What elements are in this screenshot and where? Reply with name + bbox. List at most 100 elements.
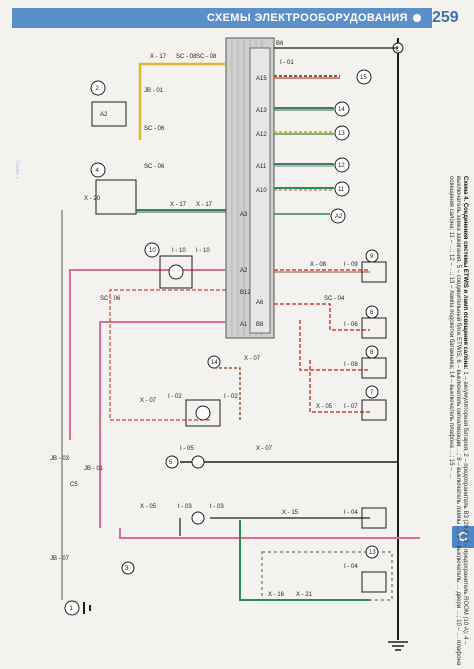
connector-x16: X - 16 xyxy=(268,592,285,598)
switch-13: I - 04 13 xyxy=(344,545,387,593)
svg-text:SC - 06: SC - 06 xyxy=(100,296,121,302)
svg-text:8: 8 xyxy=(370,350,374,356)
svg-text:2: 2 xyxy=(96,86,100,92)
svg-text:14: 14 xyxy=(338,107,345,113)
svg-text:SC - 06: SC - 06 xyxy=(144,126,165,132)
connector-x17d: X - 17 xyxy=(196,202,213,208)
connector-c5: C5 xyxy=(70,482,78,488)
svg-text:4: 4 xyxy=(96,168,100,174)
wire-x16 xyxy=(239,520,370,601)
svg-text:I - 08: I - 08 xyxy=(344,362,358,368)
pin-a1: A1 xyxy=(240,322,248,328)
svg-text:I - 02: I - 02 xyxy=(168,394,182,400)
svg-text:15: 15 xyxy=(360,75,367,81)
svg-text:6: 6 xyxy=(370,310,374,316)
svg-text:I - 04: I - 04 xyxy=(344,510,358,516)
svg-text:X - 08: X - 08 xyxy=(310,262,327,268)
pin-b6: B6 xyxy=(276,41,284,47)
svg-text:14: 14 xyxy=(211,360,218,366)
switch-8: I - 08 8 xyxy=(299,320,387,379)
connector-jb03: JB - 03 xyxy=(50,456,70,462)
svg-text:X - 07: X - 07 xyxy=(140,398,157,404)
svg-text:I - 02: I - 02 xyxy=(224,394,238,400)
connector-jb01b: JB - 01 xyxy=(84,466,104,472)
svg-text:A10: A10 xyxy=(256,188,267,194)
pin-a2: A2 xyxy=(240,268,248,274)
lamp-i03: I - 03 I - 03 X - 05 3 xyxy=(121,504,224,575)
svg-text:12: 12 xyxy=(338,163,345,169)
svg-text:SC - 08: SC - 08 xyxy=(176,54,197,60)
svg-text:SC - 06: SC - 06 xyxy=(144,164,165,170)
pin-b8: B8 xyxy=(256,322,264,328)
svg-text:I - 06: I - 06 xyxy=(344,322,358,328)
svg-text:I - 03: I - 03 xyxy=(210,504,224,510)
output-a3: A3 A2 xyxy=(240,208,346,224)
svg-text:X - 20: X - 20 xyxy=(84,196,101,202)
svg-text:X - 07: X - 07 xyxy=(256,446,273,452)
svg-text:I - 04: I - 04 xyxy=(344,564,358,570)
svg-text:A11: A11 xyxy=(256,164,267,170)
svg-text:A13: A13 xyxy=(256,108,267,114)
svg-text:11: 11 xyxy=(338,187,345,193)
svg-text:7: 7 xyxy=(370,390,374,396)
page-title: СХЕМЫ ЭЛЕКТРООБОРУДОВАНИЯ xyxy=(206,12,408,24)
svg-text:SC - 08: SC - 08 xyxy=(196,54,217,60)
connector-x21: X - 21 xyxy=(296,592,313,598)
output-a10: A10 11 xyxy=(256,181,350,197)
svg-text:A12: A12 xyxy=(256,132,267,138)
svg-text:1: 1 xyxy=(70,606,74,612)
switch-9: X - 08 I - 09 9 xyxy=(274,249,387,283)
ground-node-label: 2 xyxy=(396,47,400,53)
connector-i01: I - 01 xyxy=(280,60,294,66)
switch-14: I - 04 xyxy=(344,507,387,529)
svg-text:I - 10: I - 10 xyxy=(172,248,186,254)
svg-text:13: 13 xyxy=(338,131,345,137)
output-a13: A13 14 xyxy=(256,101,350,117)
lamp-i02: 14 X - 07 I - 02 I - 02 X - 07 xyxy=(140,355,261,427)
page-number: 259 xyxy=(432,9,459,26)
svg-text:X - 07: X - 07 xyxy=(244,356,261,362)
svg-text:X - 05: X - 05 xyxy=(316,404,333,410)
svg-text:10: 10 xyxy=(149,248,156,254)
svg-text:JB - 01: JB - 01 xyxy=(144,88,164,94)
lamp-i05: I - 05 X - 07 5 xyxy=(165,446,273,469)
output-a12: A12 13 xyxy=(256,125,350,141)
connector-x17c: X - 17 xyxy=(170,202,187,208)
svg-text:3: 3 xyxy=(125,566,129,572)
pin-a6: A6 xyxy=(256,300,264,306)
connector-jb07: JB - 07 xyxy=(50,556,70,562)
svg-text:I - 03: I - 03 xyxy=(178,504,192,510)
svg-text:I - 05: I - 05 xyxy=(180,446,194,452)
top-yellow-feed: X - 17 SC - 08 SC - 08 JB - 01 SC - 06 S… xyxy=(138,54,226,170)
etwis-connector xyxy=(249,47,271,334)
svg-text:X - 17: X - 17 xyxy=(150,54,167,60)
lamp-i10: 10 I - 10 I - 10 SC - 06 xyxy=(100,242,210,302)
connector-x15: X - 15 xyxy=(282,510,299,516)
fuse-box-2: 2 A2 xyxy=(90,80,127,127)
svg-text:13: 13 xyxy=(369,550,376,556)
svg-text:I - 07: I - 07 xyxy=(344,404,358,410)
output-a11: A11 12 xyxy=(256,157,350,173)
switch-6: SC - 04 I - 06 6 xyxy=(274,296,387,339)
pin-b12: B12 xyxy=(240,290,251,296)
svg-text:A2: A2 xyxy=(335,214,343,220)
svg-text:A15: A15 xyxy=(256,76,267,82)
svg-text:X - 05: X - 05 xyxy=(140,504,157,510)
svg-text:I - 09: I - 09 xyxy=(344,262,358,268)
output-a15: A15 15 xyxy=(256,69,372,85)
svg-text:I - 10: I - 10 xyxy=(196,248,210,254)
svg-text:9: 9 xyxy=(370,254,374,260)
svg-text:A2: A2 xyxy=(100,112,108,118)
svg-text:A3: A3 xyxy=(240,212,248,218)
svg-text:SC - 04: SC - 04 xyxy=(324,296,345,302)
page-header: СХЕМЫ ЭЛЕКТРООБОРУДОВАНИЯ xyxy=(12,8,432,28)
ignition-switch-4: 4 X - 20 xyxy=(84,162,137,215)
section-tab[interactable]: C xyxy=(452,526,474,548)
battery-1: 1 xyxy=(64,600,91,616)
bullet-icon xyxy=(413,14,421,22)
switch-7: X - 05 I - 07 7 xyxy=(309,360,387,421)
svg-text:5: 5 xyxy=(169,460,173,466)
wire-red-branch xyxy=(109,289,226,421)
